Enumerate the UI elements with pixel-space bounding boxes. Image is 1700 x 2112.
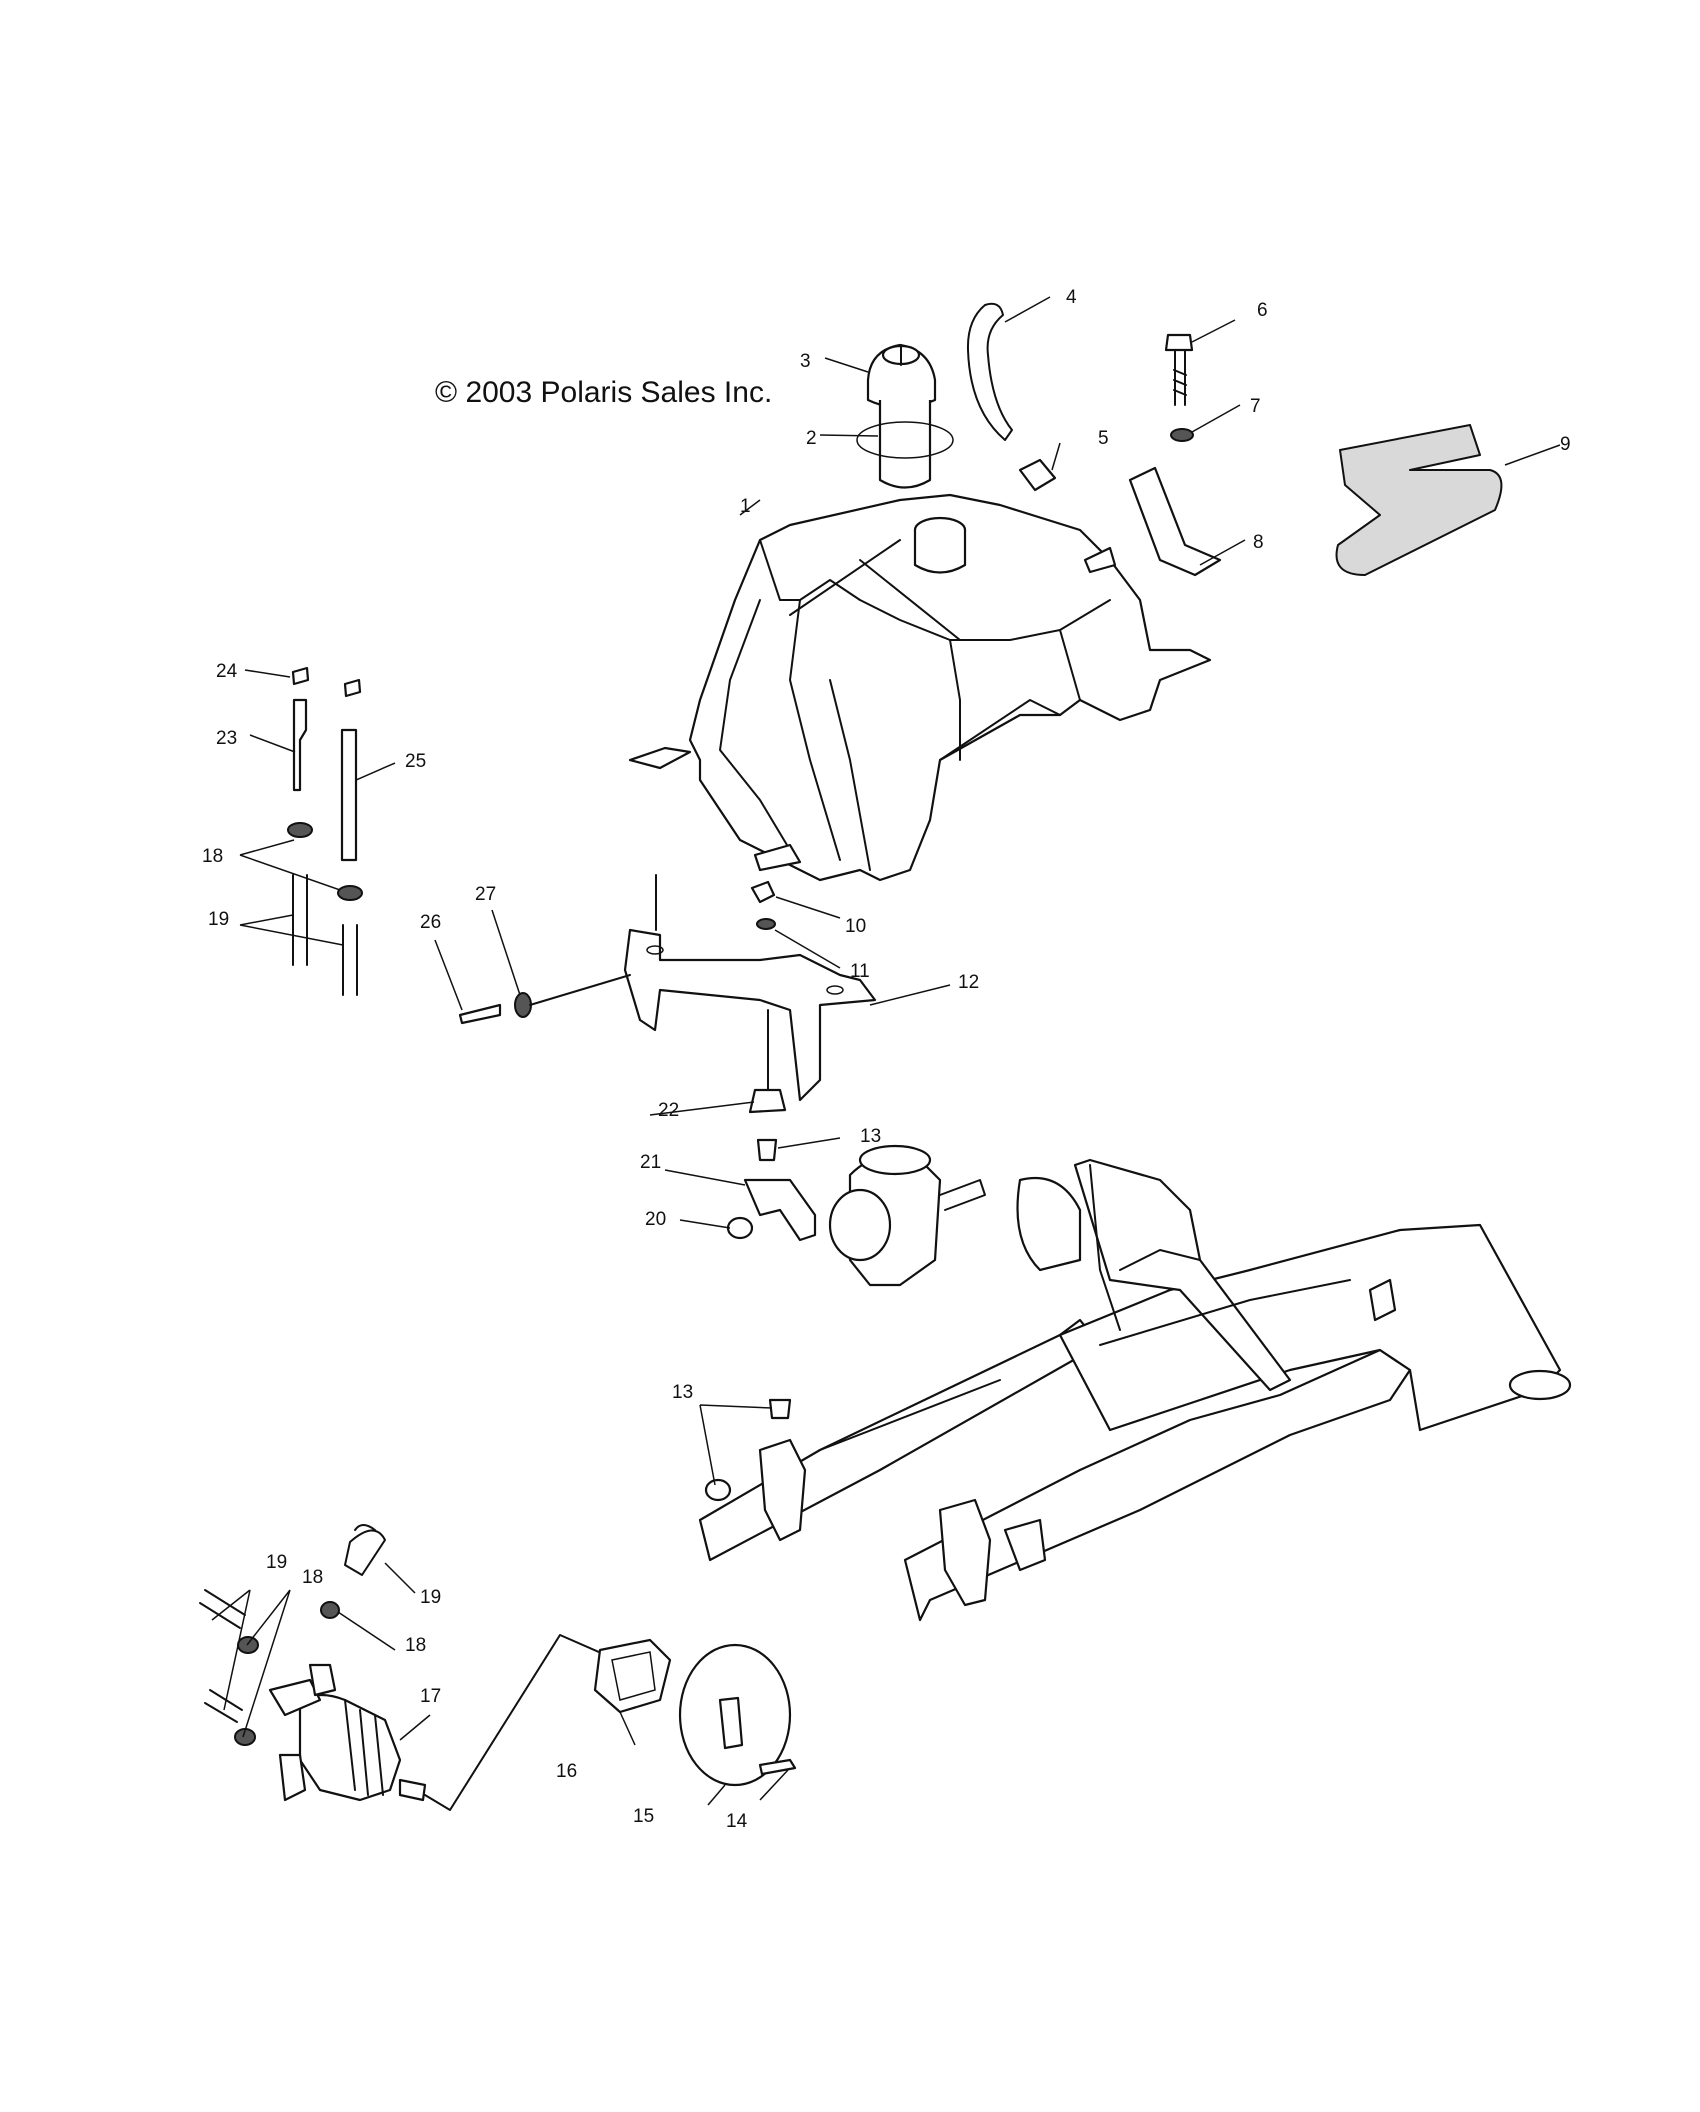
washer <box>1170 428 1194 442</box>
fuel-cap <box>866 343 937 489</box>
callout-20: 20 <box>645 1209 666 1230</box>
callout-17: 17 <box>420 1686 441 1707</box>
callout-16: 16 <box>556 1761 577 1782</box>
grommet <box>514 992 532 1018</box>
screw <box>458 1003 502 1025</box>
tank-bracket <box>1128 466 1222 577</box>
bolt <box>1164 333 1194 406</box>
callout-18-pump: 18 <box>302 1567 323 1588</box>
vent-fitting <box>1018 458 1057 492</box>
callout-25: 25 <box>405 751 426 772</box>
callout-5: 5 <box>1098 428 1109 449</box>
callout-19-right: 19 <box>420 1587 441 1608</box>
fuel-hoses-lower <box>199 1524 386 1746</box>
callout-14: 14 <box>726 1811 748 1832</box>
cross-bracket <box>623 928 877 1102</box>
nut <box>750 880 776 904</box>
callout-12: 12 <box>958 972 979 993</box>
callout-24: 24 <box>216 661 238 682</box>
callout-3: 3 <box>800 351 811 372</box>
callout-19-pump: 19 <box>266 1552 287 1573</box>
cap-seal-ring <box>856 421 954 459</box>
callout-15: 15 <box>633 1806 654 1827</box>
carb-screw <box>726 1216 754 1240</box>
fuel-fittings-left <box>287 666 363 996</box>
jam-nut <box>593 1638 672 1714</box>
callout-22: 22 <box>658 1100 679 1121</box>
callout-27: 27 <box>475 884 496 905</box>
fuel-tank <box>628 493 1212 882</box>
callout-labels: 1 2 3 4 5 6 7 8 9 10 11 12 13 13 14 15 1… <box>202 287 1571 1832</box>
vent-hose <box>966 302 1013 441</box>
copyright-text: © 2003 Polaris Sales Inc. <box>435 376 772 409</box>
callout-4: 4 <box>1066 287 1077 308</box>
callout-10: 10 <box>845 916 866 937</box>
callout-18-right: 18 <box>405 1635 426 1656</box>
callout-23: 23 <box>216 728 237 749</box>
callout-26: 26 <box>420 912 441 933</box>
frame-screw <box>704 1478 732 1502</box>
callout-7: 7 <box>1250 396 1261 417</box>
mount-bushing <box>748 1088 787 1114</box>
callout-19-left: 19 <box>208 909 229 930</box>
callout-21: 21 <box>640 1152 661 1173</box>
mount-pin <box>756 1138 778 1162</box>
fuel-pump <box>268 1663 427 1802</box>
carburetor <box>828 1144 986 1287</box>
frame-pin <box>768 1398 792 1420</box>
cover-screw <box>758 1758 797 1776</box>
callout-8: 8 <box>1253 532 1264 553</box>
callout-6: 6 <box>1257 300 1268 321</box>
callout-2: 2 <box>806 428 817 449</box>
leader-lines <box>211 296 1561 1806</box>
callout-13-upper: 13 <box>860 1126 881 1147</box>
callout-13-lower: 13 <box>672 1382 693 1403</box>
frame <box>698 1158 1572 1622</box>
callout-18-left: 18 <box>202 846 223 867</box>
foam-pad <box>1335 424 1503 576</box>
pump-cover <box>678 1643 792 1787</box>
callout-9: 9 <box>1560 434 1571 455</box>
carb-bracket <box>743 1178 817 1242</box>
lock-washer <box>756 918 776 930</box>
callout-11: 11 <box>850 961 870 982</box>
callout-1: 1 <box>740 496 751 517</box>
